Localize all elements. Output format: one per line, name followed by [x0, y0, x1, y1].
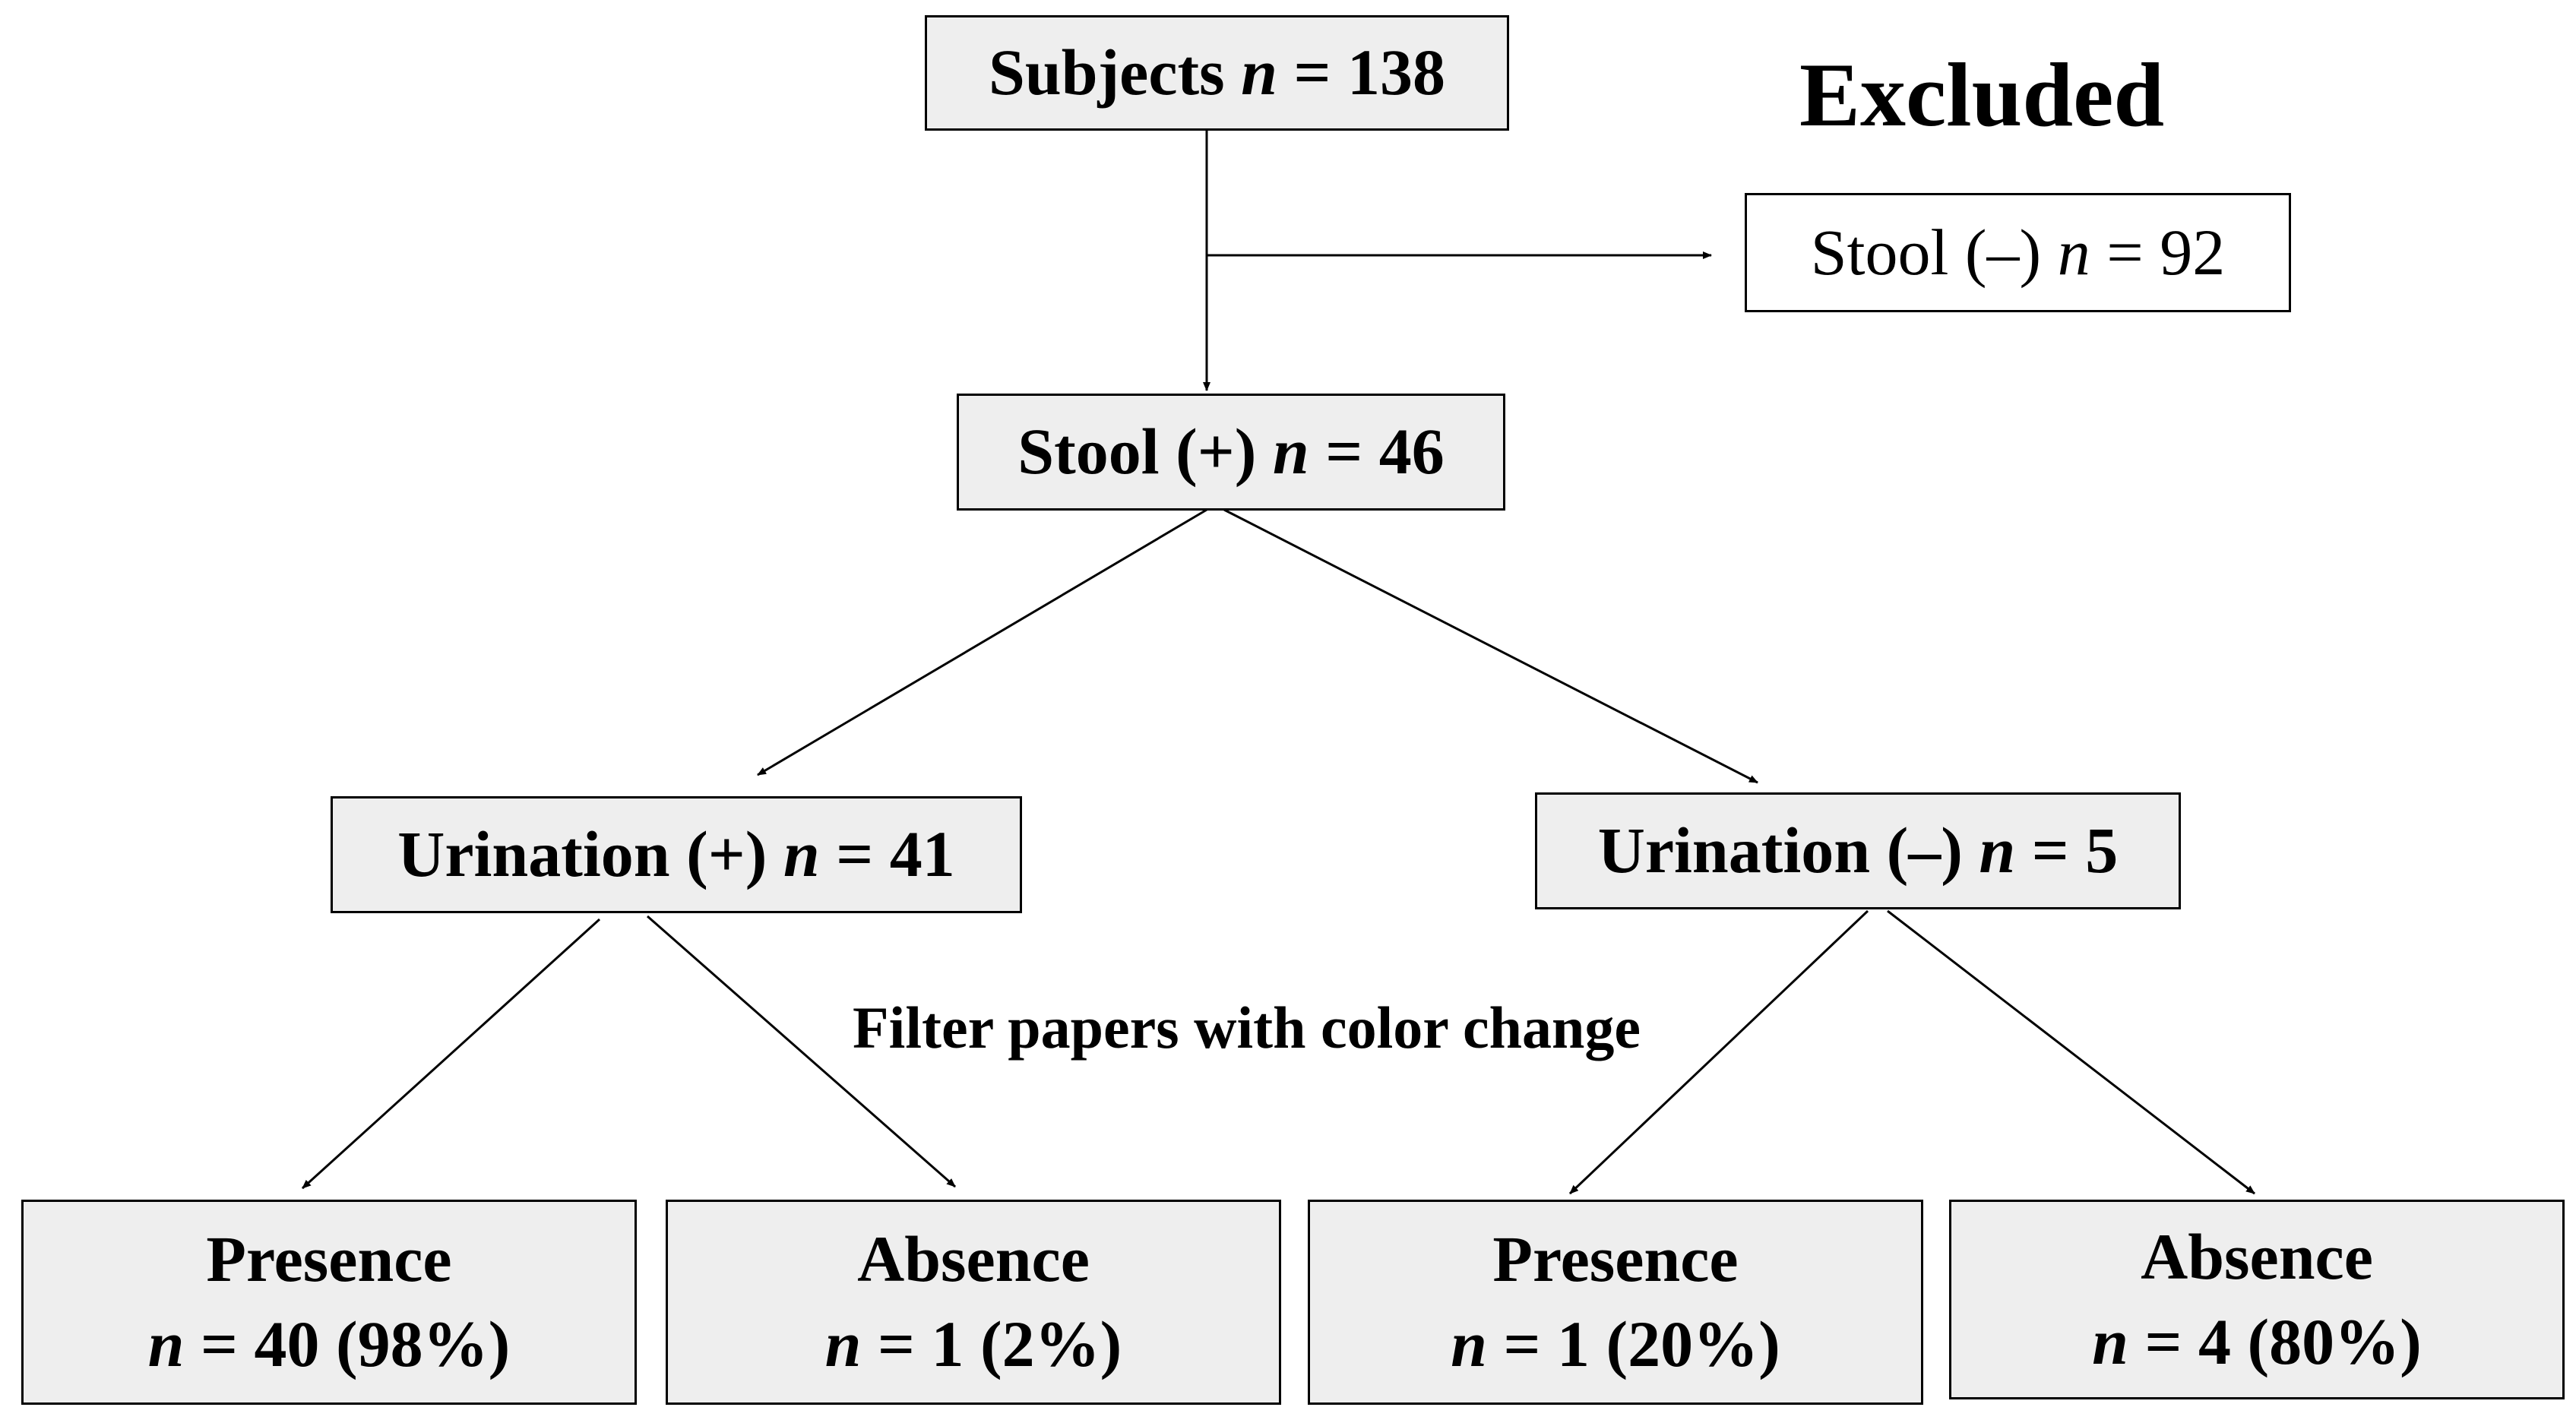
- urination-positive-count: = 41: [836, 817, 955, 891]
- urination-positive-label: Urination (+): [397, 817, 767, 891]
- outcome-count: = 40 (98%): [201, 1308, 511, 1380]
- urination-positive-line: Urination (+) n = 41: [397, 812, 955, 897]
- outcome-count-line: n = 40 (98%): [148, 1302, 511, 1387]
- outcome-absence-urination-negative-box: Absence n = 4 (80%): [1949, 1200, 2565, 1399]
- outcome-n-symbol: n: [147, 1308, 185, 1380]
- outcome-presence-urination-negative-box: Presence n = 1 (20%): [1308, 1200, 1923, 1405]
- outcome-label: Presence: [206, 1222, 452, 1296]
- outcome-n-symbol: n: [1451, 1308, 1488, 1380]
- stool-positive-n-symbol: n: [1272, 415, 1309, 489]
- excluded-n-symbol: n: [2057, 215, 2090, 289]
- outcome-count-line: n = 4 (80%): [2092, 1300, 2422, 1385]
- arrow-urination-negative-to-presence: [1568, 909, 1869, 1195]
- outcome-count: = 1 (2%): [878, 1308, 1122, 1380]
- outcome-n-symbol: n: [824, 1308, 862, 1380]
- excluded-heading: Excluded: [1799, 44, 2165, 145]
- arrow-urination-negative-to-absence: [1887, 909, 2255, 1195]
- color-change-label: Filter papers with color change: [853, 995, 1641, 1061]
- outcome-count-line: n = 1 (2%): [825, 1302, 1122, 1387]
- subjects-count: = 138: [1293, 36, 1445, 109]
- subjects-label: Subjects: [989, 36, 1225, 109]
- arrow-stool-to-urination-positive: [757, 508, 1207, 776]
- outcome-presence-urination-positive-box: Presence n = 40 (98%): [21, 1200, 637, 1405]
- excluded-line: Stool (–) n = 92: [1811, 210, 2225, 296]
- outcome-label: Absence: [857, 1222, 1090, 1296]
- urination-negative-count: = 5: [2031, 814, 2119, 887]
- outcome-count: = 1 (20%): [1503, 1308, 1780, 1380]
- outcome-count-line: n = 1 (20%): [1451, 1302, 1780, 1387]
- urination-negative-box: Urination (–) n = 5: [1535, 792, 2181, 909]
- arrow-urination-positive-to-absence: [647, 915, 956, 1188]
- urination-negative-n-symbol: n: [1979, 814, 2016, 887]
- subjects-line: Subjects n = 138: [989, 30, 1445, 115]
- excluded-label: Stool (–): [1810, 215, 2042, 289]
- urination-positive-box: Urination (+) n = 41: [331, 796, 1022, 913]
- urination-negative-line: Urination (–) n = 5: [1598, 808, 2119, 893]
- outcome-count: = 4 (80%): [2144, 1304, 2422, 1378]
- urination-positive-n-symbol: n: [783, 817, 820, 891]
- stool-positive-count: = 46: [1325, 415, 1445, 489]
- outcome-label: Presence: [1492, 1222, 1739, 1296]
- outcome-absence-urination-positive-box: Absence n = 1 (2%): [666, 1200, 1281, 1405]
- excluded-count: = 92: [2106, 215, 2226, 289]
- urination-negative-label: Urination (–): [1597, 814, 1963, 887]
- stool-positive-label: Stool (+): [1017, 415, 1257, 489]
- excluded-stool-negative-box: Stool (–) n = 92: [1745, 193, 2291, 312]
- subjects-n-symbol: n: [1241, 36, 1277, 109]
- stool-positive-box: Stool (+) n = 46: [957, 394, 1505, 511]
- subjects-box: Subjects n = 138: [925, 15, 1509, 131]
- outcome-n-symbol: n: [2092, 1304, 2129, 1378]
- arrow-stool-to-urination-negative: [1223, 508, 1758, 784]
- stool-positive-line: Stool (+) n = 46: [1017, 410, 1445, 495]
- arrow-urination-positive-to-presence: [301, 918, 601, 1190]
- outcome-label: Absence: [2141, 1219, 2373, 1293]
